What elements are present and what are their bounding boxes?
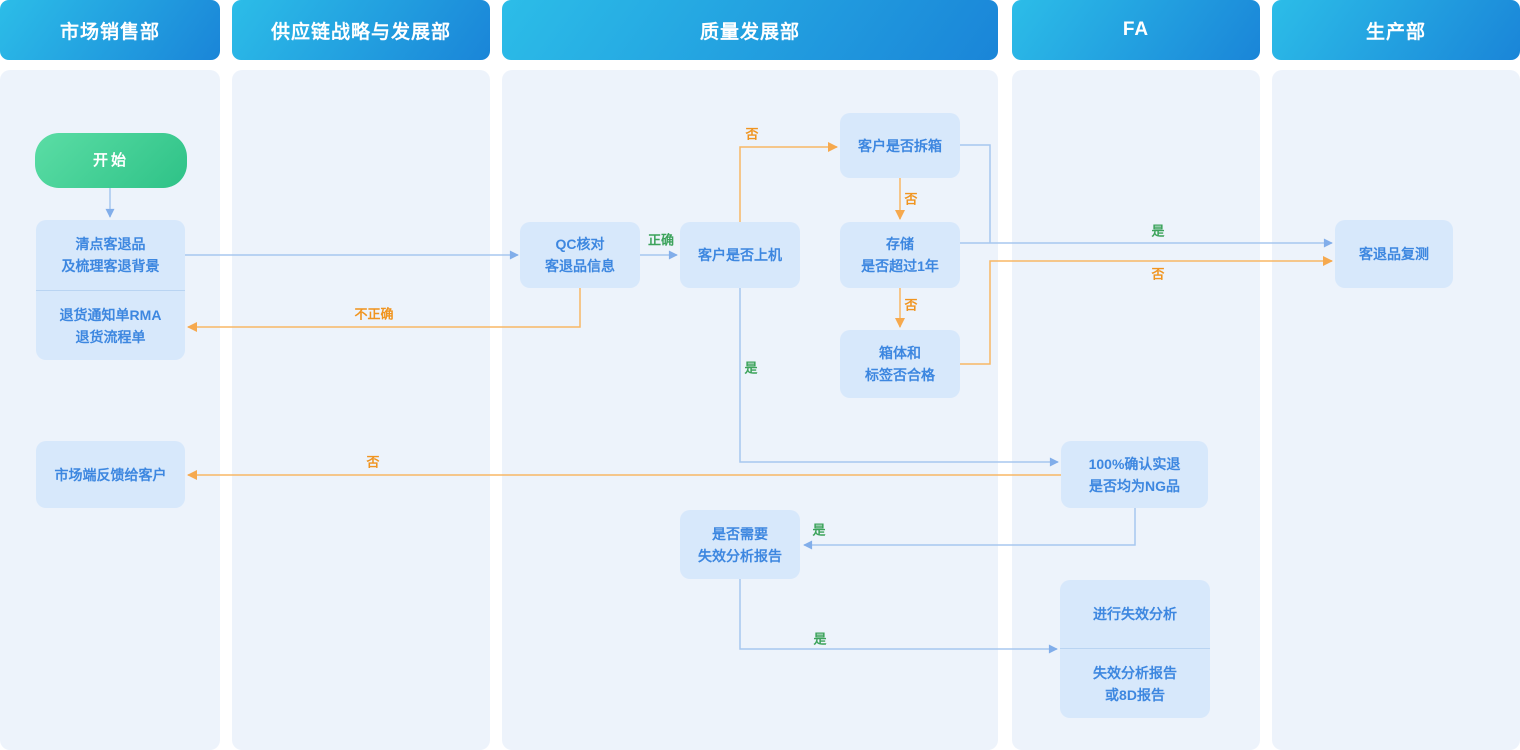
lane-body-production	[1272, 70, 1520, 750]
edge-label-yes-to-do-fa: 是	[813, 631, 827, 647]
node-need-fa-report: 是否需要 失效分析报告	[680, 510, 800, 579]
node-group-failure-analysis: 进行失效分析 失效分析报告 或8D报告	[1060, 580, 1210, 718]
node-group-returns: 清点客退品 及梳理客退背景 退货通知单RMA 退货流程单	[36, 220, 185, 360]
node-label-line: 100%确认实退	[1088, 455, 1181, 472]
node-label-line: 失效分析报告	[1093, 665, 1177, 681]
node-label: 市场端反馈给客户	[54, 466, 167, 483]
node-storage-over-1yr: 存储 是否超过1年	[840, 222, 960, 288]
node-label-line: 退货流程单	[75, 329, 146, 345]
node-label-line: 及梳理客退背景	[61, 258, 160, 274]
lane-header-fa: FA	[1012, 0, 1260, 60]
node-label-line: 是否均为NG品	[1089, 477, 1180, 494]
lane-header-supply-chain: 供应链战略与发展部	[232, 0, 490, 60]
edge-label-yes-to-retest: 是	[1151, 223, 1165, 239]
lane-header-quality: 质量发展部	[502, 0, 998, 60]
node-label-line: QC核对	[555, 236, 605, 252]
lane-header-production: 生产部	[1272, 0, 1520, 60]
lane-body-supply-chain	[232, 70, 490, 750]
node-label-line: 存储	[886, 236, 914, 252]
lane-title: 市场销售部	[59, 21, 160, 43]
lane-header-marketing: 市场销售部	[0, 0, 220, 60]
node-customer-on-machine: 客户是否上机	[680, 222, 800, 288]
node-customer-unboxed: 客户是否拆箱	[840, 113, 960, 178]
node-label-line: 清点客退品	[75, 236, 146, 252]
node-label: 客户是否上机	[698, 247, 782, 263]
node-box-label-ok: 箱体和 标签否合格	[840, 330, 960, 398]
node-retest: 客退品复测	[1335, 220, 1453, 288]
node-label: 客户是否拆箱	[858, 137, 942, 154]
node-count-returns: 清点客退品 及梳理客退背景	[36, 220, 185, 290]
node-qc-verify: QC核对 客退品信息	[520, 222, 640, 288]
node-label: 客退品复测	[1359, 246, 1429, 262]
edge-label-no-to-storage: 否	[904, 191, 918, 207]
node-label-line: 退货通知单RMA	[59, 307, 162, 323]
lane-title: 质量发展部	[699, 21, 800, 43]
edge-label-no-to-boxcheck: 否	[904, 297, 918, 313]
edge-label-no-to-feedback: 否	[366, 454, 380, 470]
node-label-line: 失效分析报告	[698, 547, 782, 564]
lane-title: 生产部	[1365, 21, 1426, 43]
node-label: 进行失效分析	[1093, 606, 1177, 622]
node-label-line: 标签否合格	[865, 367, 935, 383]
lane-title: FA	[1122, 19, 1150, 40]
node-fa-report: 失效分析报告 或8D报告	[1060, 648, 1210, 718]
node-do-fa: 进行失效分析	[1060, 580, 1210, 648]
node-label: 开始	[92, 151, 129, 169]
node-label-line: 是否需要	[712, 525, 768, 542]
edge-label-yes-to-need-fa: 是	[812, 522, 826, 538]
edge-label-correct: 正确	[647, 232, 675, 248]
lane-title: 供应链战略与发展部	[270, 21, 451, 43]
node-label-line: 或8D报告	[1105, 687, 1165, 703]
edge-label-no-to-retest: 否	[1151, 266, 1165, 282]
edge-label-no-to-unboxed: 否	[745, 126, 759, 142]
node-label-line: 客退品信息	[545, 258, 615, 274]
node-rma-form: 退货通知单RMA 退货流程单	[36, 290, 185, 360]
node-start: 开始	[35, 133, 187, 188]
node-label-line: 是否超过1年	[861, 258, 939, 274]
node-label-line: 箱体和	[879, 345, 921, 361]
edge-label-yes-to-confirm: 是	[744, 360, 758, 376]
node-market-feedback: 市场端反馈给客户	[36, 441, 185, 508]
edge-label-incorrect: 不正确	[354, 306, 394, 322]
node-confirm-ng: 100%确认实退 是否均为NG品	[1061, 441, 1208, 508]
